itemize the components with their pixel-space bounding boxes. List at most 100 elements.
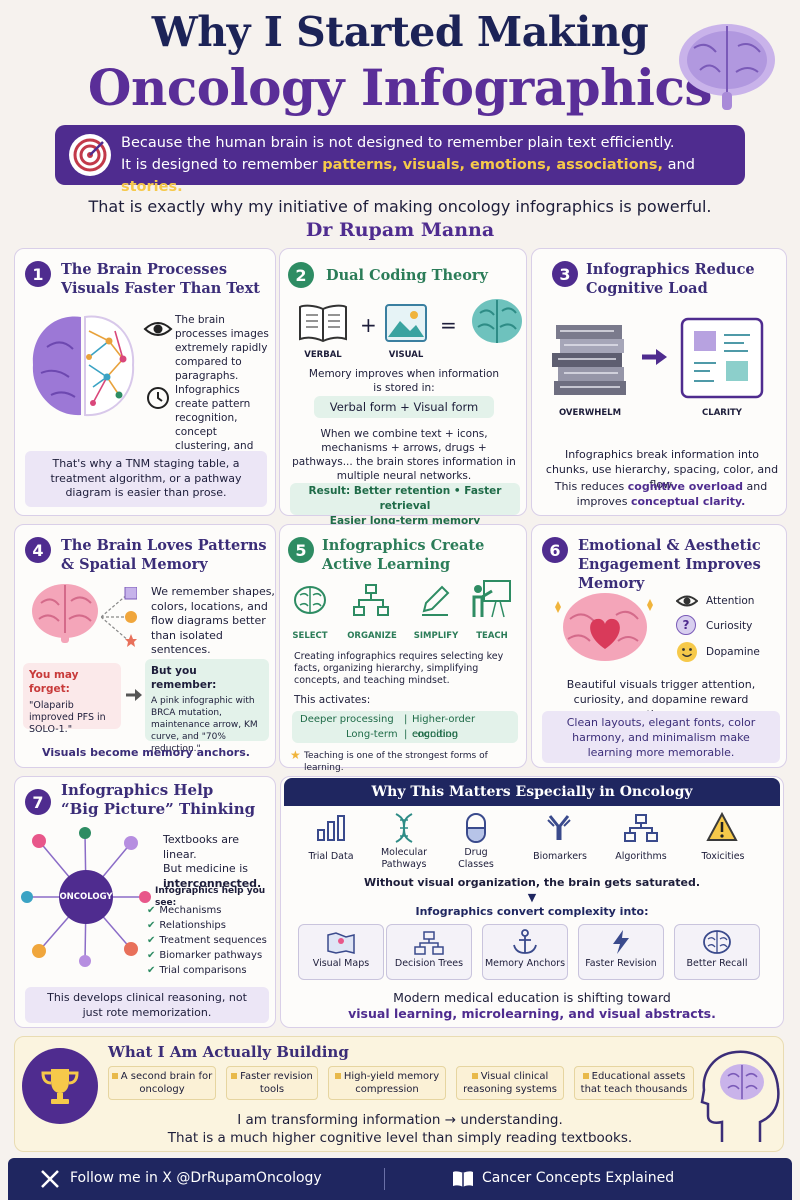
visual-label: VISUAL — [388, 350, 424, 360]
oncology-network-diagram — [19, 827, 153, 971]
series-title: Cancer Concepts Explained — [482, 1170, 675, 1186]
remember-box: But you remember: A pink infographic wit… — [145, 659, 269, 754]
trophy-icon — [41, 1069, 79, 1104]
list-item: ✔Relationships — [147, 920, 226, 931]
tile-better-recall: Better Recall — [674, 924, 760, 980]
pill-second-brain: A second brain for oncology — [108, 1066, 216, 1100]
page-title-line1: Why I Started Making — [151, 8, 649, 56]
card2-forms-box: Verbal form + Visual form — [314, 396, 494, 418]
pink-brain-icon — [29, 581, 105, 649]
topic-drug-classes: Drug Classes — [458, 847, 494, 870]
pencil-icon — [418, 583, 452, 621]
algorithm-icon — [624, 814, 658, 846]
card5-note: Teaching is one of the strongest forms o… — [304, 751, 488, 773]
image-icon — [384, 303, 428, 347]
bar-chart-icon — [316, 814, 346, 846]
question-icon: ? — [676, 615, 696, 635]
head-brain-icon — [700, 1046, 782, 1150]
open-book-icon — [452, 1170, 474, 1192]
forget-label: You may forget: — [29, 669, 79, 695]
oncology-hub-label: ONCOLOGY — [59, 892, 113, 902]
card-number: 2 — [288, 262, 314, 288]
select-brain-icon — [292, 583, 328, 621]
oncology-section — [280, 776, 784, 1028]
banner-line2: It is designed to remember patterns, vis… — [121, 157, 695, 195]
card-patterns-spatial-memory: 4 The Brain Loves Patterns& Spatial Memo… — [14, 524, 276, 768]
card-big-picture-thinking: 7 Infographics Help“Big Picture” Thinkin… — [14, 776, 276, 1028]
card-title: The Brain Loves Patterns& Spatial Memory — [61, 537, 267, 573]
activates-label: This activates: — [294, 694, 371, 706]
forget-text: "Olaparib improved PFS in SOLO-1." — [29, 700, 106, 735]
card5-text1: Creating infographics requires selecting… — [294, 651, 504, 686]
footer-divider — [384, 1168, 385, 1190]
smile-icon — [676, 641, 698, 667]
attention-label: Attention — [706, 595, 755, 607]
arrow-down-icon: ▼ — [527, 891, 537, 904]
step-organize: ORGANIZE — [347, 631, 397, 641]
building-line2: That is a much higher cognitive level th… — [167, 1130, 633, 1146]
arrow-right-icon — [640, 347, 668, 371]
clarity-label: CLARITY — [702, 408, 742, 418]
card-number: 1 — [25, 261, 51, 287]
memory-anchors-text: Visuals become memory anchors. — [42, 746, 250, 759]
footer: Follow me in X @DrRupamOncology Cancer C… — [8, 1158, 792, 1200]
capsule-icon — [465, 812, 487, 848]
organized-layout-icon — [680, 317, 764, 403]
list-item: ✔Biomarker pathways — [147, 950, 263, 961]
building-heading: What I Am Actually Building — [108, 1043, 349, 1061]
warning-icon — [706, 811, 738, 846]
topic-biomarkers: Biomarkers — [533, 851, 587, 862]
building-line1: I am transforming information → understa… — [237, 1112, 563, 1128]
card-dual-coding-theory: 2 Dual Coding Theory + = VERBAL VISUAL M… — [279, 248, 527, 527]
card6-highlight-box: Clean layouts, elegant fonts, color harm… — [542, 711, 780, 763]
tile-visual-maps: Visual Maps — [298, 924, 384, 980]
shape-connectors — [100, 586, 138, 651]
pill-reasoning-systems: Visual clinical reasoning systems — [456, 1066, 564, 1100]
dna-icon — [392, 812, 416, 848]
card2-text1: Memory improves when information is stor… — [308, 368, 500, 394]
follow-link[interactable]: Follow me in X @DrRupamOncology — [70, 1170, 322, 1186]
list-item: ✔Mechanisms — [147, 905, 222, 916]
step-select: SELECT — [292, 631, 328, 641]
author-name: Dr Rupam Manna — [305, 219, 495, 241]
help-you-see-label: Infographics help you see: — [155, 886, 266, 908]
x-logo-icon[interactable] — [40, 1169, 60, 1193]
tile-faster-revision: Faster Revision — [578, 924, 664, 980]
curiosity-label: Curiosity — [706, 620, 753, 632]
list-item: ✔Trial comparisons — [147, 965, 247, 976]
banner-line1: Because the human brain is not designed … — [121, 135, 675, 151]
oncology-section-heading: Why This Matters Especially in Oncology — [284, 778, 780, 806]
step-simplify: SIMPLIFY — [413, 631, 459, 641]
card3-text2: This reduces cognitive overload and impr… — [554, 480, 768, 508]
remember-text: A pink infographic with BRCA mutation, m… — [151, 696, 258, 754]
brain-logo-icon — [672, 18, 782, 113]
card-number: 4 — [25, 537, 51, 563]
trophy-badge — [22, 1048, 98, 1124]
card-title: Dual Coding Theory — [326, 267, 488, 284]
card-number: 6 — [542, 537, 568, 563]
stacked-books-icon — [550, 315, 630, 405]
topic-toxicities: Toxicities — [701, 851, 745, 862]
topic-molecular-pathways: Molecular Pathways — [380, 847, 428, 870]
tile-decision-trees: Decision Trees — [386, 924, 472, 980]
dopamine-label: Dopamine — [706, 646, 760, 658]
antibody-icon — [546, 814, 572, 846]
shift-text1: Modern medical education is shifting tow… — [393, 990, 671, 1005]
pill-memory-compression: High-yield memory compression — [328, 1066, 446, 1100]
page-title-line2: Oncology Infographics — [87, 58, 713, 117]
intro-text: That is exactly why my initiative of mak… — [88, 197, 712, 216]
target-icon — [69, 134, 111, 176]
saturated-text: Without visual organization, the brain g… — [363, 876, 701, 889]
remember-label: But you remember: — [151, 665, 217, 691]
brain-network-icon — [23, 307, 143, 431]
card-number: 3 — [552, 261, 578, 287]
card1-text2: Infographics create pattern recognition,… — [175, 384, 254, 466]
arrow-right-icon — [125, 687, 143, 706]
card-number: 7 — [25, 789, 51, 815]
